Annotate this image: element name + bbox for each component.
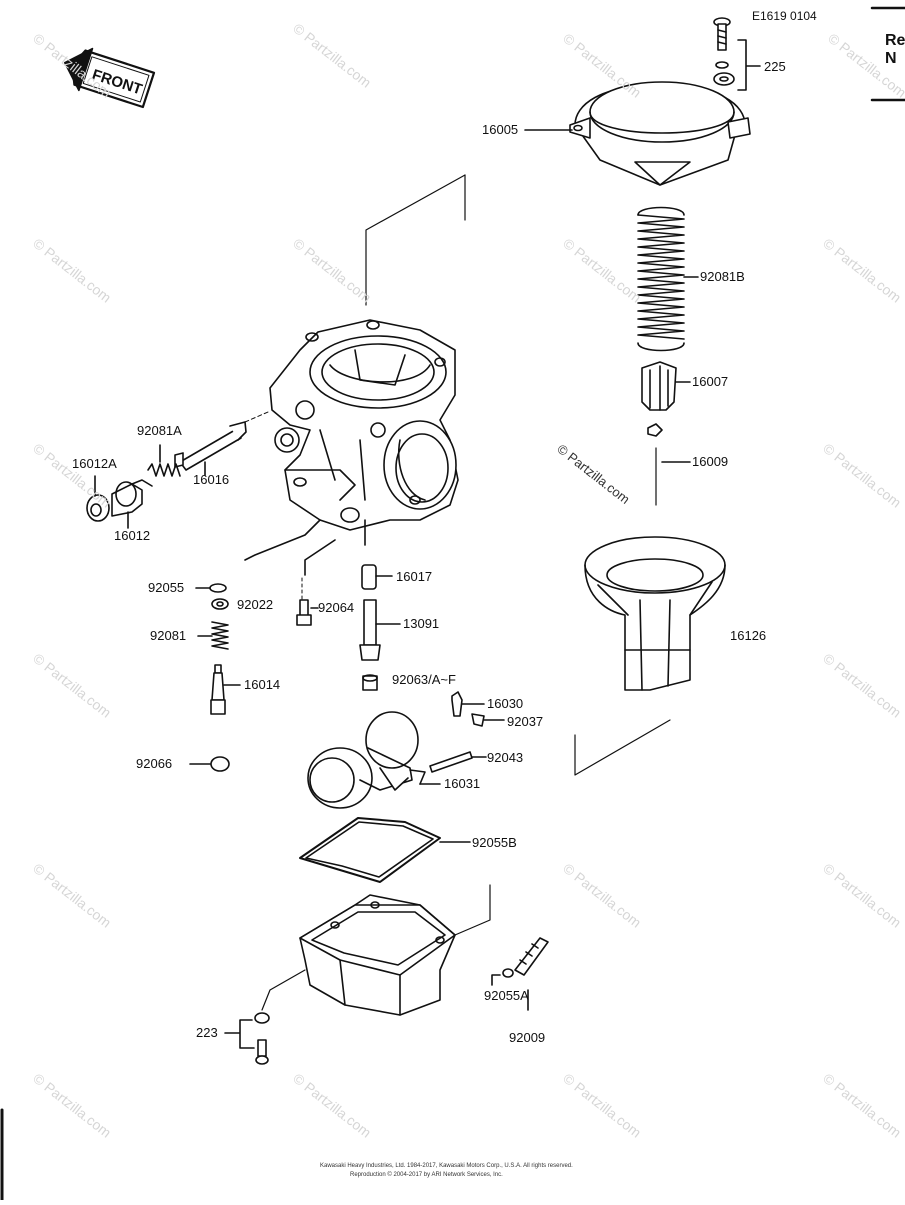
part-label-16012[interactable]: 16012 [114, 528, 151, 543]
pilot-jet-16014-part [210, 664, 241, 715]
float-valve-16030-part [451, 691, 485, 717]
part-label-92081A[interactable]: 92081A [137, 423, 182, 438]
part-label-92037[interactable]: 92037 [507, 714, 544, 729]
part-label-16007[interactable]: 16007 [692, 374, 729, 389]
part-label-92066[interactable]: 92066 [136, 756, 173, 771]
part-label-13091[interactable]: 13091 [403, 616, 440, 631]
clip-92037-part [471, 713, 505, 727]
part-label-16031[interactable]: 16031 [444, 776, 481, 791]
copyright-line-2: Reproduction © 2004-2017 by ARI Network … [350, 1172, 503, 1178]
part-label-16017[interactable]: 16017 [396, 569, 433, 584]
front-arrow-icon: FRONT [63, 47, 156, 109]
part-label-16009[interactable]: 16009 [692, 454, 729, 469]
part-label-225[interactable]: 225 [764, 59, 786, 74]
washer-92022-part [211, 598, 229, 610]
part-label-16014[interactable]: 16014 [244, 677, 281, 692]
part-label-92081B[interactable]: 92081B [700, 269, 745, 284]
screw-223-part [224, 1012, 270, 1065]
pilot-screw-assembly [86, 411, 269, 529]
top-cover-16005-part [524, 81, 751, 186]
spring-92081-part [197, 621, 229, 650]
drain-screw-92009-part [491, 937, 549, 1011]
float-bowl-part [261, 894, 456, 1016]
part-label-92009[interactable]: 92009 [509, 1030, 546, 1045]
part-label-92043[interactable]: 92043 [487, 750, 524, 765]
part-label-92055A[interactable]: 92055A [484, 988, 529, 1003]
plug-92066-part [189, 756, 230, 772]
part-label-16005[interactable]: 16005 [482, 122, 519, 137]
part-label-92022[interactable]: 92022 [237, 597, 274, 612]
part-label-16016[interactable]: 16016 [193, 472, 230, 487]
screw-92064-part [296, 577, 319, 626]
part-label-16012A[interactable]: 16012A [72, 456, 117, 471]
part-label-92063[interactable]: 92063/A~F [392, 672, 456, 687]
gasket-92055B-part [299, 817, 471, 883]
corner-text-1: Re [885, 32, 905, 49]
spring-92081B-part [637, 206, 699, 352]
assembly-guides [365, 174, 671, 936]
needle-jet-16017-part [361, 564, 393, 590]
main-jet-92063-part [362, 674, 378, 691]
part-label-16126[interactable]: 16126 [730, 628, 767, 643]
float-pin-92043-part [429, 751, 487, 773]
part-label-16030[interactable]: 16030 [487, 696, 524, 711]
carburetor-body-part [244, 319, 459, 576]
needle-holder-16007-part [641, 361, 691, 411]
part-label-223[interactable]: 223 [196, 1025, 218, 1040]
copyright-line-1: Kawasaki Heavy Industries, Ltd. 1984-201… [320, 1163, 573, 1169]
vacuum-piston-16126-part [584, 536, 726, 691]
jet-holder-13091-part [359, 599, 401, 661]
screw-225-part [713, 17, 761, 91]
float-16031-part [307, 711, 441, 809]
o-ring-92055-part [195, 583, 227, 593]
part-label-92064[interactable]: 92064 [318, 600, 355, 615]
jet-needle-16009-part [647, 423, 691, 506]
diagram-code: E1619 0104 [752, 9, 817, 23]
part-label-92055[interactable]: 92055 [148, 580, 185, 595]
corner-text-2: N [885, 50, 897, 67]
part-label-92081[interactable]: 92081 [150, 628, 187, 643]
part-label-92055B[interactable]: 92055B [472, 835, 517, 850]
